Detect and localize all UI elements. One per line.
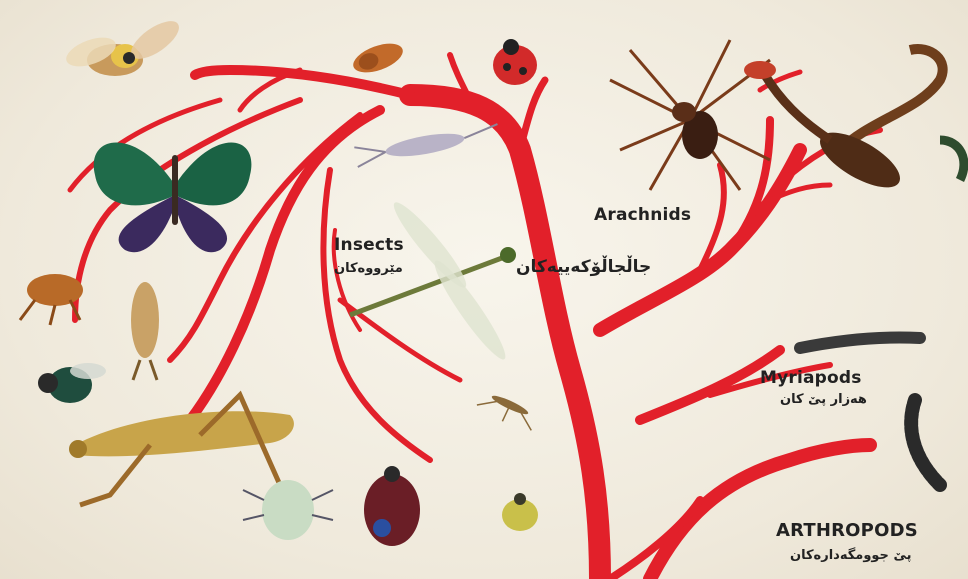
ladybug-icon (493, 39, 537, 85)
grasshopper-icon (69, 395, 294, 505)
myriapods-label-kurdish: هەزار پێ کان (780, 392, 867, 407)
tick-icon (243, 480, 333, 540)
earwig-icon (131, 282, 159, 380)
mite-icon (349, 38, 406, 78)
insects-inner (323, 170, 430, 460)
stinkbug-icon (364, 466, 420, 546)
crown-left (195, 70, 410, 95)
insects-label-kurdish: مێرووەکان (334, 261, 403, 276)
housefly-icon (38, 363, 106, 403)
millipede-icon (800, 337, 920, 348)
insects-label: Insects (334, 235, 404, 255)
arthropods-label: ARTHROPODS (776, 520, 918, 541)
arachnids-branch (600, 150, 800, 330)
butterfly-icon (94, 143, 252, 253)
centipede-icon (911, 400, 940, 485)
small-beetle-icon (502, 493, 538, 531)
arachnids-label: Arachnids (594, 205, 691, 225)
arachnids-label-kurdish: جاڵجاڵۆکەییەکان (516, 257, 651, 277)
scorpion-icon (744, 49, 964, 198)
dragonfly-icon (350, 196, 516, 364)
arthropods-label-kurdish: پێ جوومگەدارەکان (790, 548, 911, 563)
myriapods-branch (640, 350, 780, 420)
crown-right (520, 80, 545, 150)
silverfish-icon (354, 122, 500, 167)
myriapods-label: Myriapods (760, 368, 862, 388)
bee-icon (62, 14, 184, 76)
mosquito-icon (475, 389, 539, 434)
spider-icon (610, 40, 770, 190)
